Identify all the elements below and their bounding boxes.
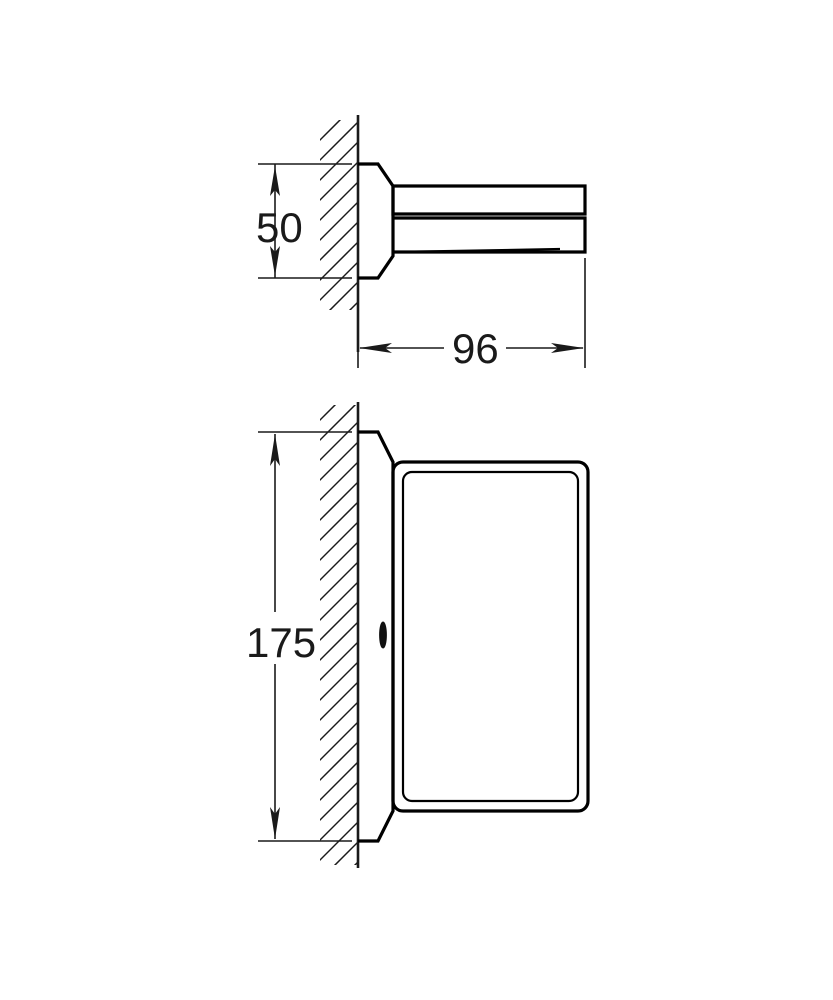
arrow-175-bottom (270, 807, 280, 839)
dimension-50: 50 (256, 163, 352, 279)
dimension-label-50: 50 (256, 204, 303, 251)
holder-body-inner (401, 470, 580, 803)
arm-upper-bar (391, 184, 587, 216)
arrow-175-top (270, 434, 280, 466)
dimension-label-175: 175 (246, 619, 316, 666)
arrow-96-right (551, 343, 584, 353)
arrow-50-bottom (270, 246, 280, 276)
holder-body-outer (391, 460, 590, 813)
dimension-label-96: 96 (452, 325, 499, 372)
lower-side-view: 175 (246, 402, 590, 868)
upper-side-view: 50 96 (256, 115, 587, 372)
wall-hatching-lower (320, 405, 358, 865)
arrow-50-top (270, 166, 280, 196)
dimension-175: 175 (246, 431, 352, 842)
arrow-96-left (359, 343, 392, 353)
wall-hatching-upper (320, 120, 358, 310)
mounting-slot-icon (379, 621, 387, 649)
arm-lower-body (393, 216, 587, 254)
bracket-flange-upper (358, 162, 395, 280)
arm-taper-line (392, 247, 561, 254)
bracket-plate-lower (358, 430, 395, 843)
dimension-96: 96 (357, 258, 586, 372)
